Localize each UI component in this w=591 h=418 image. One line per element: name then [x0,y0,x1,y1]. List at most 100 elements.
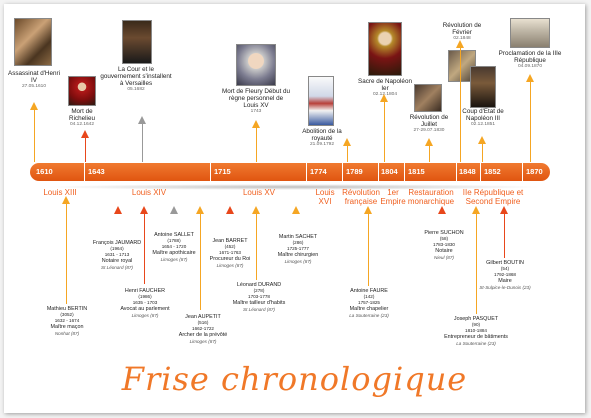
event-arrow [526,74,534,82]
reign-label: Louis XIII [43,188,77,197]
event-date: 04.12.1642 [69,122,94,127]
event-image-napoleon-iii [470,66,496,108]
event-image-richelieu [68,76,96,106]
person-place: Limoges (87) [131,312,159,318]
event-arrow [252,120,260,128]
person-dates: 1662-1722 [192,326,214,332]
timeline-shadow [44,184,544,190]
person-dates: 1703-1778 [248,294,270,300]
year-label: 1774 [310,167,327,176]
person-arrow [114,206,122,214]
person-connector [504,214,505,258]
event-arrow [478,136,486,144]
year-label: 1848 [459,167,476,176]
person-place: Limoges (87) [216,262,244,268]
person-name: Martin SACHET [278,234,318,240]
person-dates: 1635 - 1703 [132,300,158,306]
event-connector [460,48,461,162]
year-label: 1804 [381,167,398,176]
reign-label: Louis XV [242,188,276,197]
event-arrow [30,102,38,110]
person-number: (1986) [138,294,152,300]
person-place: St Léonard (87) [101,264,133,270]
event-date: 02.12.1851 [470,122,495,127]
event-text: Coup d'Etat de Napoléon III [462,108,504,122]
person-arrow [196,206,204,214]
event-connector [85,138,86,162]
event-label: Mort de Fleury Début du règne personnel … [222,88,290,115]
year-label: 1643 [88,167,105,176]
year-separator [480,163,481,181]
person-dates: 1654 - 1720 [161,244,187,250]
year-separator [522,163,523,181]
person-place: St-Sulpice-le-Dunois (23) [479,284,531,290]
event-connector [142,124,143,162]
person-number: (58) [439,236,449,242]
person-number: (1788) [167,238,181,244]
event-text: Abolition de la royauté [302,128,342,142]
event-connector [384,102,385,162]
person-job: Maître tailleur d'habits [232,300,286,307]
person-arrow [140,206,148,214]
year-separator [84,163,85,181]
person-job: Maître apothicaire [152,250,196,257]
person-arrow [500,206,508,214]
event-connector [482,144,483,162]
year-label: 1852 [484,167,501,176]
person-name: Gilbert BOUTIN [486,260,524,266]
person-dates: 1632 - 1674 [54,318,80,324]
person-arrow [62,196,70,204]
person-number: (142) [363,294,375,300]
event-text: Mort de Fleury Début du règne personnel … [222,88,290,109]
person-name: Pierre SUCHON [424,230,464,236]
person-number: (452) [224,244,236,250]
event-text: Proclamation de la IIIe République [498,50,562,64]
event-date: 04.09.1870 [517,64,542,69]
person-number: (278) [253,288,265,294]
reign-label: Révolution française [342,188,380,206]
person-job: Notaire royal [101,258,133,265]
year-label: 1815 [408,167,425,176]
event-text: Révolution de Juillet [409,114,449,128]
person-name: Jean AUPETIT [185,314,221,320]
event-image-henri-iv [14,18,52,66]
person-connector [144,214,145,284]
event-arrow [343,138,351,146]
event-date: 27.05.1610 [21,84,46,89]
year-separator [306,163,307,181]
event-image-royaute [308,76,334,126]
person-connector [368,214,369,286]
event-image-iiie-republique [510,18,550,48]
year-separator [342,163,343,181]
event-text: Assassinat d'Henri IV [8,70,60,84]
person-arrow [438,206,446,214]
event-image-versailles [122,20,152,64]
person-number: (90) [471,322,481,328]
reign-label: IIe République et Second Empire [462,188,524,206]
year-label: 1610 [36,167,53,176]
reign-label: Louis XVI [315,188,335,206]
timeline-bar [30,163,550,181]
year-separator [378,163,379,181]
person-job: Avocat au parlement [120,306,170,313]
person-dates: 1757-1825 [358,300,380,306]
event-text: Révolution de Février [442,22,482,36]
event-connector [530,82,531,162]
year-label: 1789 [346,167,363,176]
event-label: La Cour et le gouvernement s'installent … [98,66,174,93]
reign-label: 1er Empire [380,188,406,206]
person-dates: 1783-1830 [433,242,455,248]
